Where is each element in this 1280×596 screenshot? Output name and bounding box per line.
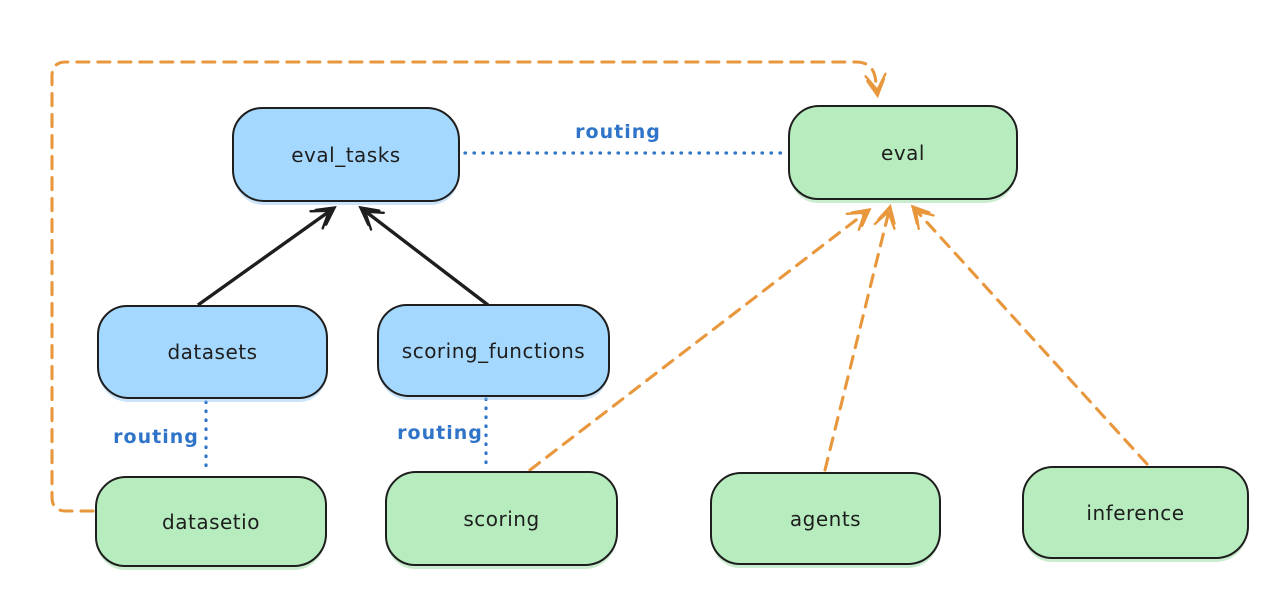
edge-datasetio-to-eval (50, 60, 887, 513)
edge-scoring-to-eval (528, 208, 872, 472)
node-datasets-label: datasets (167, 340, 258, 364)
node-agents-label: agents (789, 506, 862, 531)
edge-agents-to-eval (823, 203, 896, 472)
node-eval-label: eval (881, 140, 925, 165)
node-datasets: datasets (97, 305, 328, 399)
node-scoring_functions: scoring_functions (377, 304, 610, 397)
node-datasetio: datasetio (95, 476, 327, 567)
node-inference: inference (1022, 466, 1249, 559)
edge-label-routing-scoring_functions-scoring: routing (397, 422, 483, 444)
node-inference-label: inference (1086, 500, 1185, 525)
edge-datasets-to-eval_tasks (197, 206, 337, 307)
edge-label-routing-datasets-datasetio: routing (113, 426, 199, 448)
node-scoring_functions-label: scoring_functions (401, 338, 586, 363)
edge-scoring_functions-to-eval_tasks (358, 205, 490, 307)
node-eval_tasks-label: eval_tasks (291, 142, 401, 167)
node-scoring: scoring (385, 471, 618, 566)
node-scoring-label: scoring (463, 506, 540, 531)
node-eval_tasks: eval_tasks (232, 107, 460, 202)
node-agents: agents (710, 472, 941, 565)
edge-inference-to-eval (910, 204, 1149, 466)
node-eval: eval (788, 105, 1018, 200)
node-datasetio-label: datasetio (162, 509, 260, 534)
edge-label-routing-eval_tasks-eval: routing (575, 121, 661, 143)
